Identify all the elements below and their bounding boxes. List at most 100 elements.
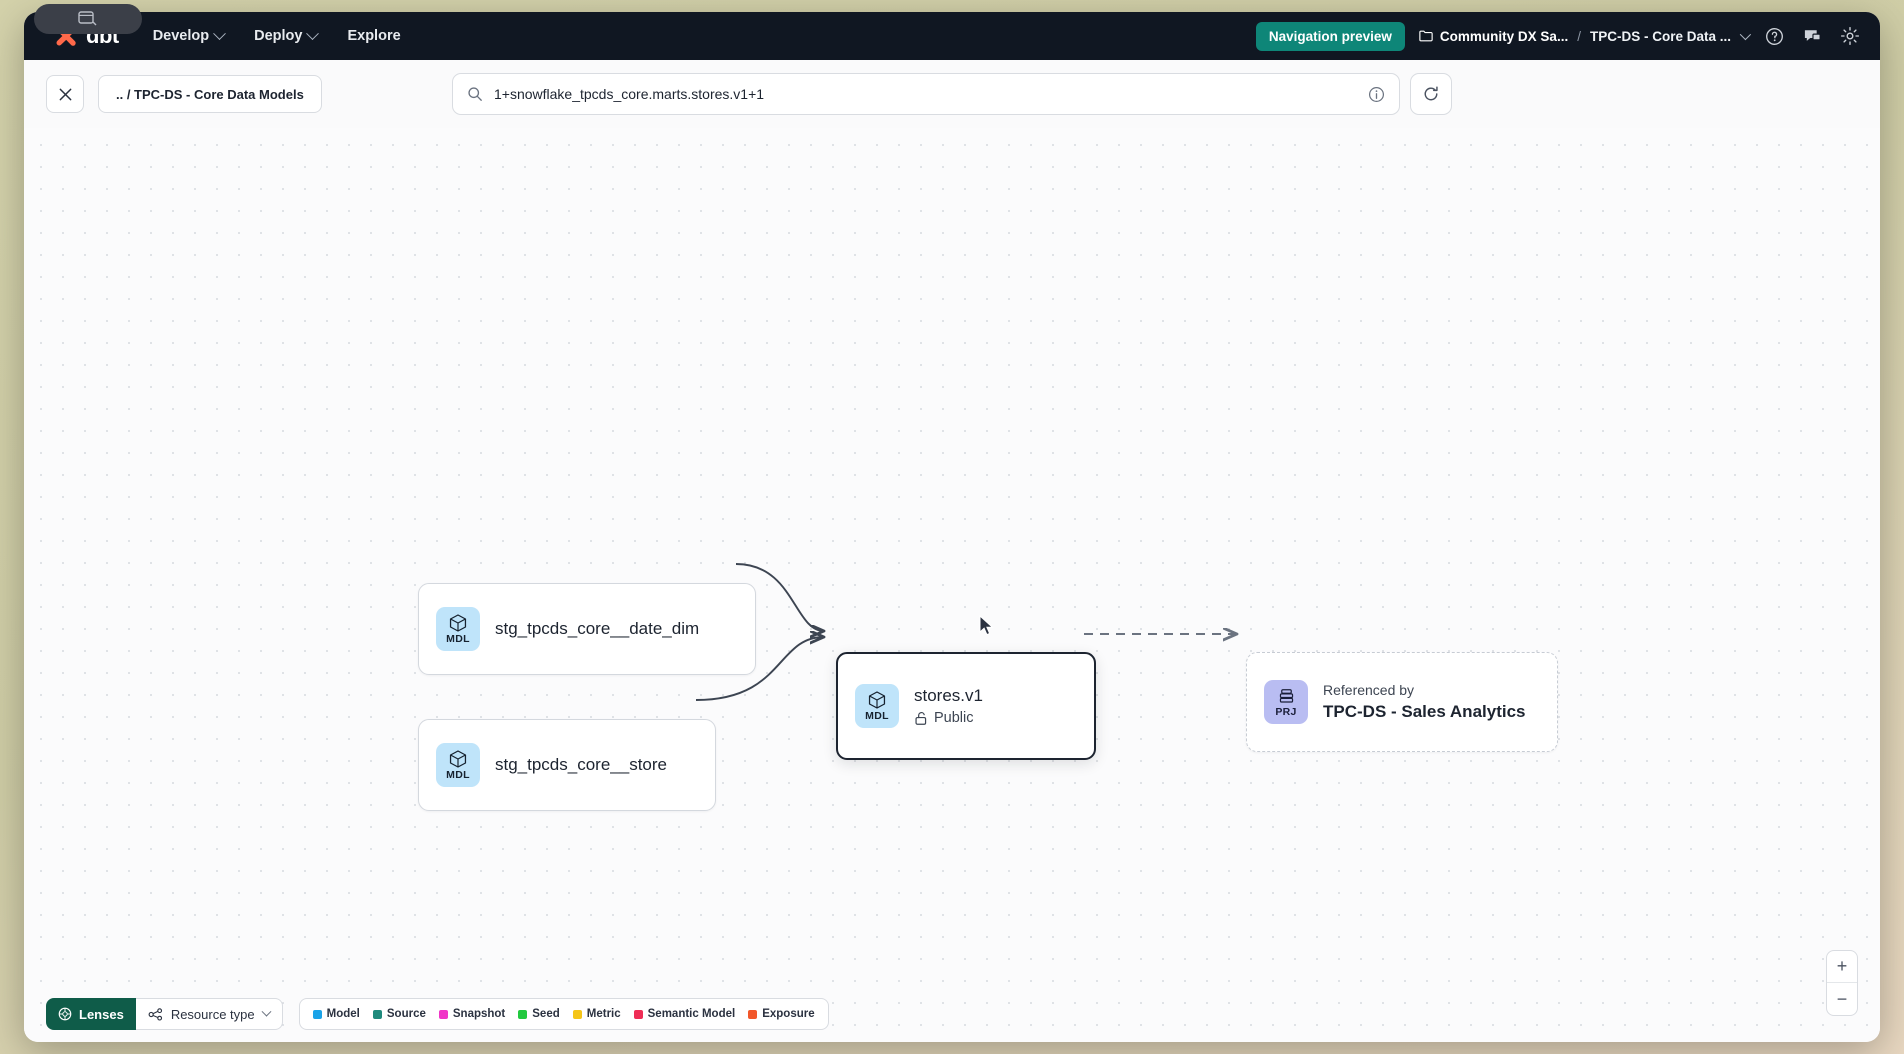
legend-swatch xyxy=(633,1009,643,1019)
app-window: dbt Develop Deploy Explore Navigation pr… xyxy=(24,12,1880,1042)
feedback-chat-icon[interactable] xyxy=(1800,24,1824,48)
mouse-cursor xyxy=(979,615,994,636)
legend-swatch xyxy=(312,1009,322,1019)
lineage-edges xyxy=(695,563,1880,701)
lineage-node-model-store[interactable]: MDL stg_tpcds_core__store xyxy=(418,719,716,811)
chevron-down-icon[interactable] xyxy=(1739,28,1752,41)
legend-label: Snapshot xyxy=(452,1008,506,1020)
cube-icon xyxy=(868,691,886,709)
browser-window-icon xyxy=(78,11,97,26)
lineage-graph: MDL stg_tpcds_core__date_dim MDL stg_tpc… xyxy=(24,128,1880,1042)
legend-item-seed: Seed xyxy=(518,1008,560,1020)
lenses-label: Lenses xyxy=(79,1006,124,1022)
browser-window-pill[interactable] xyxy=(34,4,142,34)
cube-icon xyxy=(449,614,467,632)
breadcrumb-project[interactable]: Community DX Sa... xyxy=(1419,29,1568,44)
refresh-icon xyxy=(1424,86,1438,101)
node-label: TPC-DS - Sales Analytics xyxy=(1323,702,1526,721)
top-navigation-bar: dbt Develop Deploy Explore Navigation pr… xyxy=(24,12,1880,60)
legend-label: Source xyxy=(386,1008,426,1020)
search-box[interactable] xyxy=(452,73,1400,115)
resource-badge-model: MDL xyxy=(436,743,480,787)
node-access-label: Public xyxy=(934,710,974,726)
legend-label: Seed xyxy=(532,1008,560,1020)
lineage-bottom-bar: Lenses Resource type xyxy=(24,986,1880,1042)
breadcrumb: Community DX Sa... / TPC-DS - Core Data … xyxy=(1419,28,1752,44)
nav-item-explore-label: Explore xyxy=(347,28,401,44)
cube-icon xyxy=(449,750,467,768)
search-input[interactable] xyxy=(494,86,1357,102)
toolbar-breadcrumb[interactable]: .. / TPC-DS - Core Data Models xyxy=(98,75,322,113)
close-icon xyxy=(59,88,71,100)
legend-item-source: Source xyxy=(372,1008,426,1020)
legend-label: Model xyxy=(326,1008,360,1020)
legend-item-exposure: Exposure xyxy=(748,1008,815,1020)
unlock-icon xyxy=(915,711,927,725)
refresh-lineage-button[interactable] xyxy=(1410,73,1452,115)
node-body: Referenced by TPC-DS - Sales Analytics xyxy=(1323,682,1526,722)
legend-label: Semantic Model xyxy=(647,1008,736,1020)
gear-icon[interactable] xyxy=(1838,24,1862,48)
legend-label: Exposure xyxy=(762,1008,815,1020)
legend-label: Metric xyxy=(586,1008,621,1020)
folder-icon xyxy=(1419,30,1433,42)
help-circle-icon[interactable] xyxy=(1762,24,1786,48)
info-circle-icon xyxy=(1368,86,1385,102)
zoom-in-button[interactable]: + xyxy=(1827,951,1857,983)
legend-item-metric: Metric xyxy=(572,1008,621,1020)
lineage-legend: Model Source Snapshot Seed xyxy=(298,998,829,1030)
navigation-preview-badge[interactable]: Navigation preview xyxy=(1255,21,1405,51)
nav-item-deploy[interactable]: Deploy xyxy=(254,26,320,44)
resource-badge-project: PRJ xyxy=(1264,680,1308,724)
primary-nav: Develop Deploy Explore xyxy=(152,26,401,44)
node-kicker: Referenced by xyxy=(1323,682,1415,698)
lens-controls: Lenses Resource type xyxy=(46,998,283,1030)
breadcrumb-environment[interactable]: TPC-DS - Core Data ... xyxy=(1589,28,1731,44)
resource-type-filter[interactable]: Resource type xyxy=(135,998,283,1030)
resource-badge-model: MDL xyxy=(436,607,480,651)
lineage-search-group xyxy=(452,73,1452,115)
breadcrumb-project-label: Community DX Sa... xyxy=(1439,28,1569,44)
search-icon xyxy=(468,87,482,101)
zoom-out-button[interactable]: − xyxy=(1836,988,1848,1009)
nav-item-explore[interactable]: Explore xyxy=(347,28,400,44)
legend-item-snapshot: Snapshot xyxy=(438,1008,506,1020)
resource-badge-model: MDL xyxy=(855,684,899,728)
resource-badge-label: PRJ xyxy=(1275,705,1297,718)
nav-item-develop-label: Develop xyxy=(152,28,210,44)
node-title: stores.v1 xyxy=(914,686,983,705)
lenses-button[interactable]: Lenses xyxy=(46,998,136,1030)
nav-item-deploy-label: Deploy xyxy=(254,28,303,44)
breadcrumb-separator: / xyxy=(1577,28,1581,44)
legend-item-model: Model xyxy=(312,1008,360,1020)
node-label: stg_tpcds_core__store xyxy=(495,755,667,774)
lineage-node-model-date-dim[interactable]: MDL stg_tpcds_core__date_dim xyxy=(418,583,756,675)
node-body: stores.v1 Public xyxy=(914,686,983,726)
node-label: stg_tpcds_core__date_dim xyxy=(495,619,700,638)
legend-swatch xyxy=(372,1009,382,1019)
zoom-controls: + − xyxy=(1826,950,1858,1016)
resource-type-label: Resource type xyxy=(170,1006,255,1022)
close-lineage-button[interactable] xyxy=(46,75,84,113)
legend-swatch xyxy=(438,1009,448,1019)
legend-swatch xyxy=(748,1009,758,1019)
resource-badge-label: MDL xyxy=(446,633,470,646)
resource-badge-label: MDL xyxy=(446,769,470,782)
chevron-down-icon xyxy=(306,26,320,40)
lineage-toolbar: .. / TPC-DS - Core Data Models xyxy=(24,60,1880,128)
lens-aperture-icon xyxy=(58,1007,72,1021)
node-graph-icon xyxy=(148,1007,162,1021)
chevron-down-icon xyxy=(261,1006,272,1017)
legend-swatch xyxy=(572,1009,582,1019)
chevron-down-icon xyxy=(213,26,226,40)
nav-item-develop[interactable]: Develop xyxy=(152,26,226,44)
legend-item-semantic-model: Semantic Model xyxy=(633,1008,736,1020)
stack-layers-icon xyxy=(1279,688,1293,703)
lineage-node-model-stores-v1[interactable]: MDL stores.v1 Public xyxy=(836,652,1096,760)
resource-badge-label: MDL xyxy=(865,710,889,723)
legend-swatch xyxy=(518,1009,528,1019)
lineage-node-project-sales-analytics[interactable]: PRJ Referenced by TPC-DS - Sales Analyti… xyxy=(1246,652,1558,752)
lineage-canvas[interactable]: MDL stg_tpcds_core__date_dim MDL stg_tpc… xyxy=(24,128,1880,1042)
node-access: Public xyxy=(914,710,983,726)
